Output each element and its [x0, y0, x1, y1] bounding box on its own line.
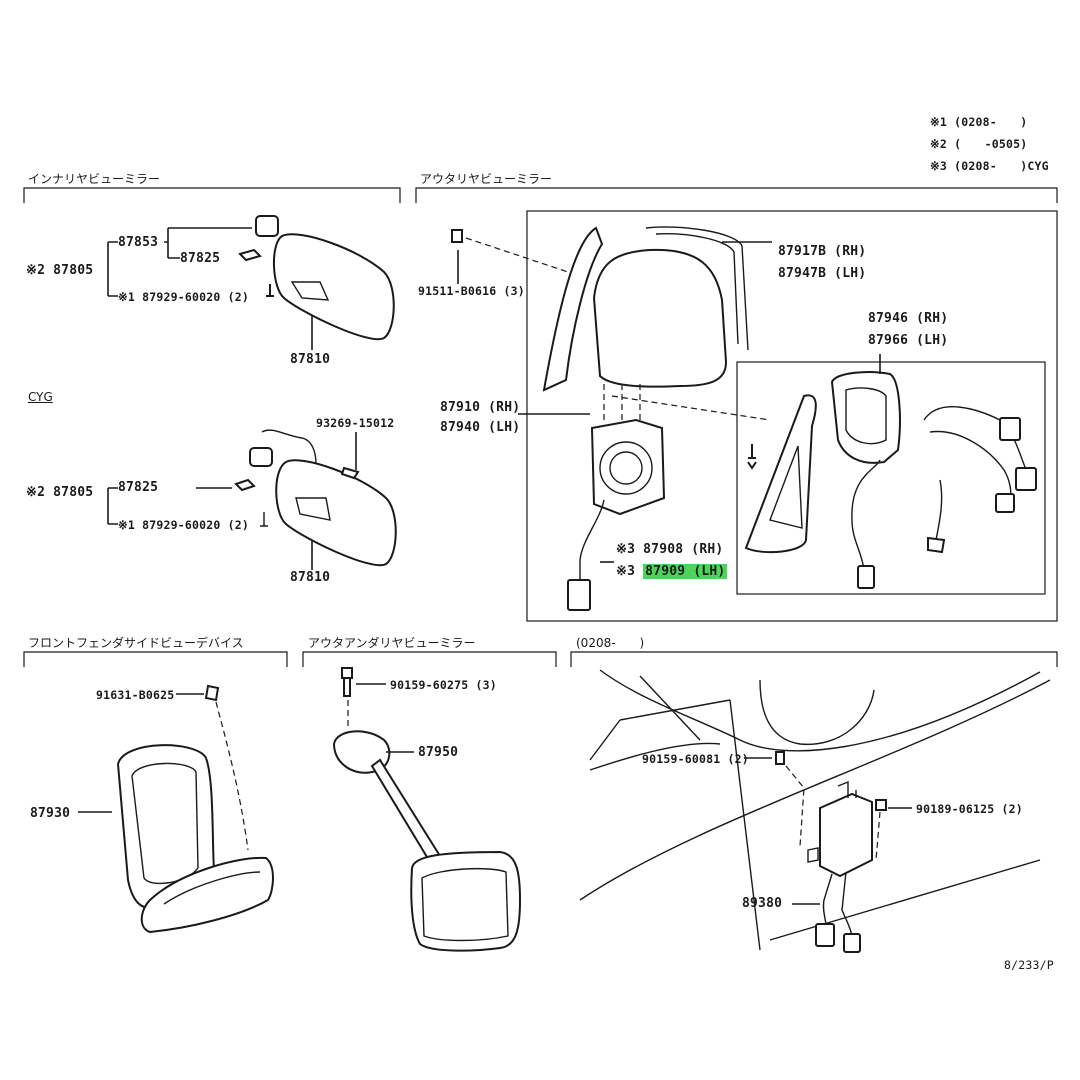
- section-title-outer-mirror: アウタリヤビューミラー: [420, 172, 553, 186]
- mirror-wiring-subframe: [736, 361, 1046, 595]
- label-87940: 87940 (LH): [440, 420, 521, 435]
- section-title-range-0208: (0208- ): [576, 636, 645, 650]
- legend-note-3: ※3 (0208- )CYG: [930, 159, 1049, 173]
- label-87929-top: ※1 87929-60020 (2): [118, 290, 249, 304]
- label-87930: 87930: [30, 806, 71, 821]
- label-87810-cyg: 87810: [290, 570, 331, 585]
- legend-note-1: ※1 (0208- ): [930, 115, 1028, 129]
- section-title-cyg: CYG: [28, 390, 53, 404]
- label-87947b: 87947B (LH): [778, 266, 867, 281]
- label-87950: 87950: [418, 745, 459, 760]
- label-87929-cyg: ※1 87929-60020 (2): [118, 518, 249, 532]
- label-89380: 89380: [742, 896, 783, 911]
- section-title-under-mirror: アウタアンダリヤビューミラー: [308, 636, 476, 650]
- highlighted-part-87909[interactable]: 87909 (LH): [643, 564, 728, 579]
- page-reference: 8/233/P: [1004, 958, 1054, 972]
- section-bracket-0208: [570, 651, 1058, 667]
- section-bracket-fender: [23, 651, 288, 667]
- label-87908: ※3 87908 (RH): [616, 542, 724, 557]
- label-87805-cyg: ※2 87805: [26, 485, 94, 500]
- body-module-part: [579, 669, 1051, 953]
- section-bracket-outer: [415, 187, 1058, 203]
- label-91511: 91511-B0616 (3): [418, 284, 525, 298]
- label-87805-top: ※2 87805: [26, 263, 94, 278]
- section-bracket-inner: [23, 187, 401, 203]
- label-91631: 91631-B0625: [96, 688, 175, 702]
- label-90159-60081: 90159-60081 (2): [642, 752, 749, 766]
- label-87910: 87910 (RH): [440, 400, 521, 415]
- inner-mirror-top-part: [238, 215, 395, 341]
- label-87966: 87966 (LH): [868, 333, 949, 348]
- outer-mirror-frame: [526, 210, 1058, 622]
- label-87853: 87853: [118, 235, 159, 250]
- label-90189: 90189-06125 (2): [916, 802, 1023, 816]
- outer-mirror-assembly: [451, 226, 1037, 611]
- label-90159-60275: 90159-60275 (3): [390, 678, 497, 692]
- legend-note-2: ※2 ( -0505): [930, 137, 1028, 151]
- fender-device-part: [78, 684, 274, 934]
- label-87810-top: 87810: [290, 352, 331, 367]
- label-93269: 93269-15012: [316, 416, 395, 430]
- label-87909: ※3 87909 (LH): [616, 564, 728, 579]
- section-title-fender-device: フロントフェンダサイドビューデバイス: [28, 636, 244, 650]
- label-87825-top: 87825: [180, 251, 221, 266]
- inner-mirror-top-leaders: [107, 227, 313, 350]
- section-title-inner-mirror: インナリヤビューミラー: [28, 172, 161, 186]
- label-87909-prefix: ※3: [616, 564, 636, 579]
- label-87917b: 87917B (RH): [778, 244, 867, 259]
- under-mirror-part: [332, 667, 522, 952]
- section-bracket-under: [302, 651, 557, 667]
- label-87825-cyg: 87825: [118, 480, 159, 495]
- label-87946: 87946 (RH): [868, 311, 949, 326]
- inner-mirror-cyg-part: [234, 429, 397, 567]
